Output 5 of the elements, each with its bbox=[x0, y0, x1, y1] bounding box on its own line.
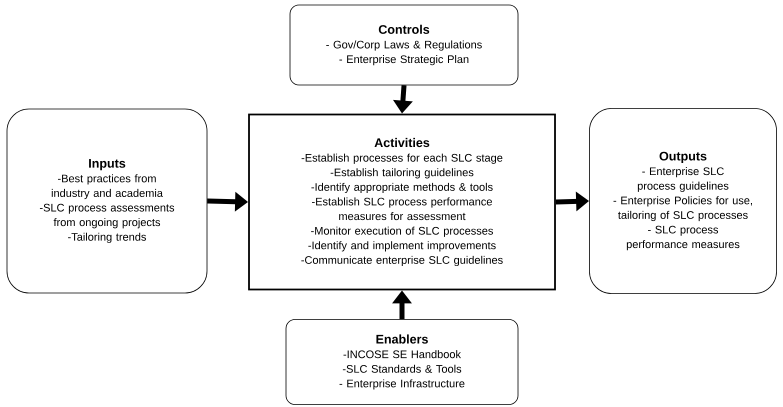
inputs-box: Inputs -Best practices from industry and academia -SLC process assessments from ongoing projects -Tailoring trends bbox=[6, 108, 208, 294]
activities-box: Activities -Establish processes for each SLC stage -Establish tailoring guidelines -Identify appropriate methods & tools -Establish SLC process performance measures for assessment -Monitor execution of SLC processes -Identify and implement improvements -Communicate enterprise SLC guidelines bbox=[248, 114, 556, 290]
enablers-box: Enablers -INCOSE SE Handbook -SLC Standards & Tools - Enterprise Infrastructure bbox=[286, 319, 518, 405]
outputs-box: Outputs - Enterprise SLC process guidelines - Enterprise Policies for use, tailoring of SLC processes - SLC process performance measures bbox=[589, 108, 777, 294]
controls-box: Controls - Gov/Corp Laws & Regulations - Enterprise Strategic Plan bbox=[290, 4, 518, 86]
